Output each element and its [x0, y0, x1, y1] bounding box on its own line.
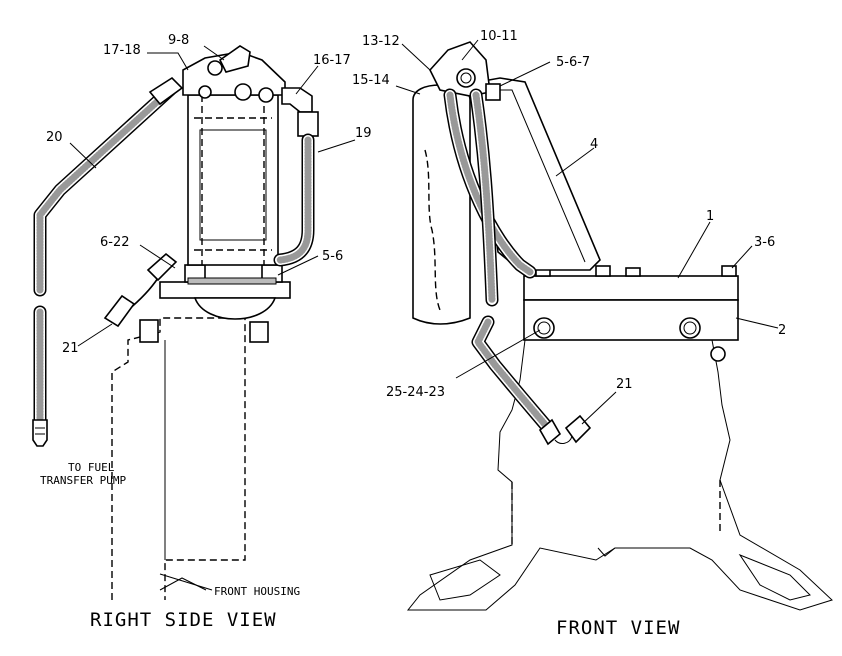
callout-5-6-7: 5-6-7	[556, 55, 590, 70]
mounting-plate	[523, 265, 739, 362]
callout-9-8: 9-8	[168, 33, 189, 48]
note-front-housing: FRONT HOUSING	[214, 585, 300, 598]
callout-6-22: 6-22	[100, 235, 130, 250]
callout-5-6: 5-6	[322, 249, 343, 264]
callout-4: 4	[590, 137, 598, 152]
callout-3-6: 3-6	[754, 235, 775, 250]
fuel-filter-canister-front	[412, 84, 471, 325]
front-leader-lines	[395, 39, 779, 425]
note-to-fuel: TO FUEL	[68, 461, 115, 474]
supply-hose-20	[32, 76, 184, 447]
return-hose-19	[273, 87, 319, 267]
callout-10-11: 10-11	[480, 29, 518, 44]
right-side-view-title: RIGHT SIDE VIEW	[90, 609, 277, 631]
front-view: 13-12 10-11 15-14 5-6-7 4 1 3-6 2 25-24-…	[352, 29, 833, 639]
filter-base-bracket	[139, 264, 291, 343]
callout-21-front: 21	[616, 377, 633, 392]
front-hoses	[443, 88, 592, 446]
callout-20: 20	[46, 130, 63, 145]
front-housing-outline	[111, 317, 246, 600]
callout-1: 1	[706, 209, 714, 224]
callout-17-18: 17-18	[103, 43, 141, 58]
callout-2: 2	[778, 323, 786, 338]
callout-16-17: 16-17	[313, 53, 351, 68]
filter-head-front	[429, 41, 501, 101]
filter-head	[182, 45, 286, 103]
note-transfer-pump: TRANSFER PUMP	[40, 474, 126, 487]
callout-21-right: 21	[62, 341, 79, 356]
callout-25-24-23: 25-24-23	[386, 385, 445, 400]
right-side-view: 17-18 9-8 16-17 20 19 6-22 5-6 21 TO FUE…	[32, 33, 372, 631]
callout-19: 19	[355, 126, 372, 141]
fuel-filter-canister	[187, 94, 279, 266]
callout-15-14: 15-14	[352, 73, 390, 88]
engine-housing-outline	[406, 339, 833, 611]
fuel-line-21	[103, 252, 178, 328]
front-view-title: FRONT VIEW	[556, 617, 680, 639]
right-side-leader-lines	[69, 45, 356, 591]
callout-13-12: 13-12	[362, 34, 400, 49]
